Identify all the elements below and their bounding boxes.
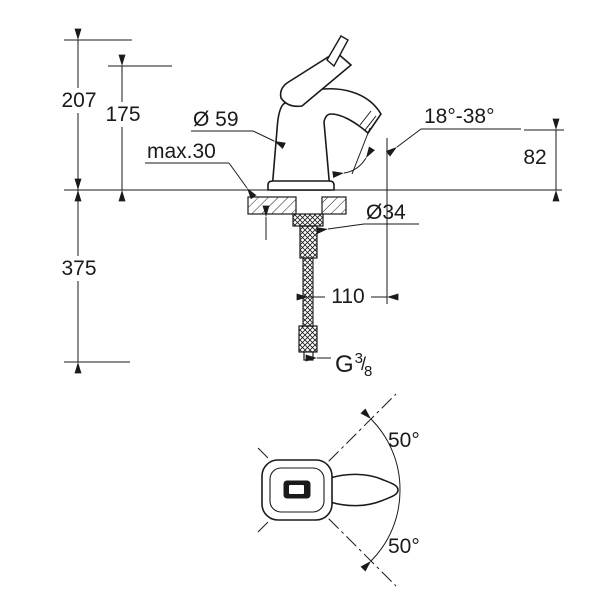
dia59-label: Ø 59 <box>193 108 239 131</box>
label-bg-110 <box>325 284 371 308</box>
supply-hose <box>302 257 314 327</box>
spray-direction-line <box>351 127 371 175</box>
dia34-label: Ø34 <box>366 201 406 224</box>
dim-207-label: 207 <box>61 89 96 112</box>
thread-slash: / <box>361 354 366 374</box>
spray-leader <box>385 128 422 157</box>
lever-stick <box>326 35 349 68</box>
swing-down-label: 50° <box>388 535 420 558</box>
cartridge-slot <box>289 485 304 494</box>
thread-denominator: 8 <box>364 363 372 380</box>
thread-size-label: G3/8 <box>335 350 372 380</box>
threaded-shank <box>299 225 318 259</box>
hose-fitting <box>298 325 318 353</box>
thread-numerator: 3 <box>355 350 363 367</box>
dia34-leader <box>316 223 365 235</box>
dimension-lines <box>64 28 564 374</box>
swing-arc-down <box>360 489 401 572</box>
thread-g: G <box>335 351 354 378</box>
spray-angle-label: 18°-38° <box>424 105 495 128</box>
dim-375-label: 375 <box>61 257 96 280</box>
dim-175-label: 175 <box>105 103 140 126</box>
label-bg-175 <box>101 102 146 127</box>
mounting-nut <box>292 213 324 227</box>
dia59-leader <box>252 130 286 150</box>
label-bg-375 <box>56 256 102 281</box>
deck-section-left <box>247 196 297 215</box>
max30-leader <box>228 162 257 200</box>
handle-top-view <box>329 473 399 507</box>
dim-82-label: 82 <box>523 146 546 169</box>
top-view-labels: 50° 50° <box>388 429 420 558</box>
spray-angle-arrow <box>332 146 375 179</box>
dimension-labels: 207 175 375 82 110 Ø 59 max.30 Ø34 18°-3… <box>56 88 547 380</box>
swing-up-label: 50° <box>388 429 420 452</box>
top-view <box>257 393 401 587</box>
label-bg-207 <box>56 88 102 113</box>
swing-arc-up <box>360 408 401 491</box>
aerator-line-2 <box>359 110 372 126</box>
escutcheon-inner <box>269 467 325 513</box>
max30-label: max.30 <box>147 140 216 163</box>
deck-section-right <box>321 196 347 215</box>
faucet-base <box>267 180 335 191</box>
dim-110-label: 110 <box>331 285 364 308</box>
aerator-line-1 <box>364 115 377 131</box>
thread-end <box>303 351 314 361</box>
faucet-body <box>271 88 382 191</box>
side-view <box>64 35 562 361</box>
